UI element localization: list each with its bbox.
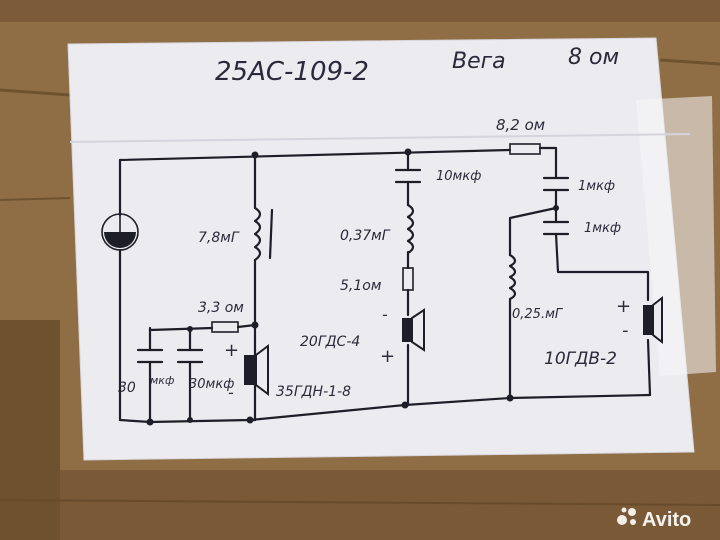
label-capacitor-low-2: 30мкф bbox=[189, 377, 234, 392]
label-resistor-mid: 5,1ом bbox=[340, 278, 382, 294]
brand-title: Вега bbox=[452, 49, 506, 74]
label-inductor-tweeter: 0,25.мГ bbox=[512, 307, 564, 322]
inductor-7-8mh bbox=[253, 206, 274, 262]
label-capacitor-low-1: 30 bbox=[118, 380, 136, 396]
resistor-3-3-ohm bbox=[211, 321, 239, 333]
paper-fold-line bbox=[69, 133, 691, 143]
input-connector-symbol bbox=[101, 213, 139, 251]
tweeter-speaker-symbol bbox=[643, 295, 663, 345]
tweeter-plus-sign: + bbox=[616, 296, 631, 317]
mid-minus-sign: - bbox=[382, 305, 388, 324]
label-mid-speaker: 20ГДС-4 bbox=[300, 334, 360, 350]
woofer-speaker-symbol bbox=[244, 344, 269, 396]
label-resistor-low: 3,3 ом bbox=[198, 300, 244, 316]
capacitor-1uf-top bbox=[542, 176, 570, 192]
capacitor-30uf-left bbox=[136, 348, 164, 364]
label-woofer: 35ГДН-1-8 bbox=[276, 384, 351, 400]
label-capacitor-high-1: 1мкф bbox=[578, 179, 615, 194]
schematic-wires bbox=[118, 146, 652, 424]
resistor-8-2-ohm bbox=[509, 143, 541, 155]
label-inductor-mid: 0,37мГ bbox=[340, 228, 391, 244]
resistor-5-1-ohm bbox=[402, 267, 414, 291]
capacitor-30uf-right bbox=[176, 348, 204, 364]
capacitor-1uf-bottom bbox=[542, 220, 570, 236]
avito-watermark-text: Avito bbox=[642, 509, 691, 531]
avito-watermark: Avito bbox=[617, 507, 691, 531]
label-capacitor-mid: 10мкф bbox=[436, 169, 481, 184]
label-inductor-woofer: 7,8мГ bbox=[198, 230, 240, 246]
capacitor-10uf bbox=[394, 168, 422, 184]
label-capacitor-low-1-unit: мкф bbox=[150, 374, 174, 387]
inductor-0-37mh bbox=[406, 203, 415, 255]
impedance-title: 8 ом bbox=[568, 45, 619, 70]
label-tweeter: 10ГДВ-2 bbox=[544, 349, 617, 369]
tweeter-minus-sign: - bbox=[622, 320, 629, 341]
woofer-minus-sign: - bbox=[228, 383, 234, 402]
label-capacitor-high-2: 1мкф bbox=[584, 221, 621, 236]
model-title: 25АС-109-2 bbox=[215, 57, 369, 87]
mid-plus-sign: + bbox=[380, 346, 395, 367]
inductor-0-25mh bbox=[508, 253, 517, 301]
label-resistor-top: 8,2 ом bbox=[496, 116, 545, 134]
woofer-plus-sign: + bbox=[224, 340, 239, 361]
junction-dots bbox=[146, 148, 559, 426]
mid-speaker-symbol bbox=[402, 308, 425, 352]
